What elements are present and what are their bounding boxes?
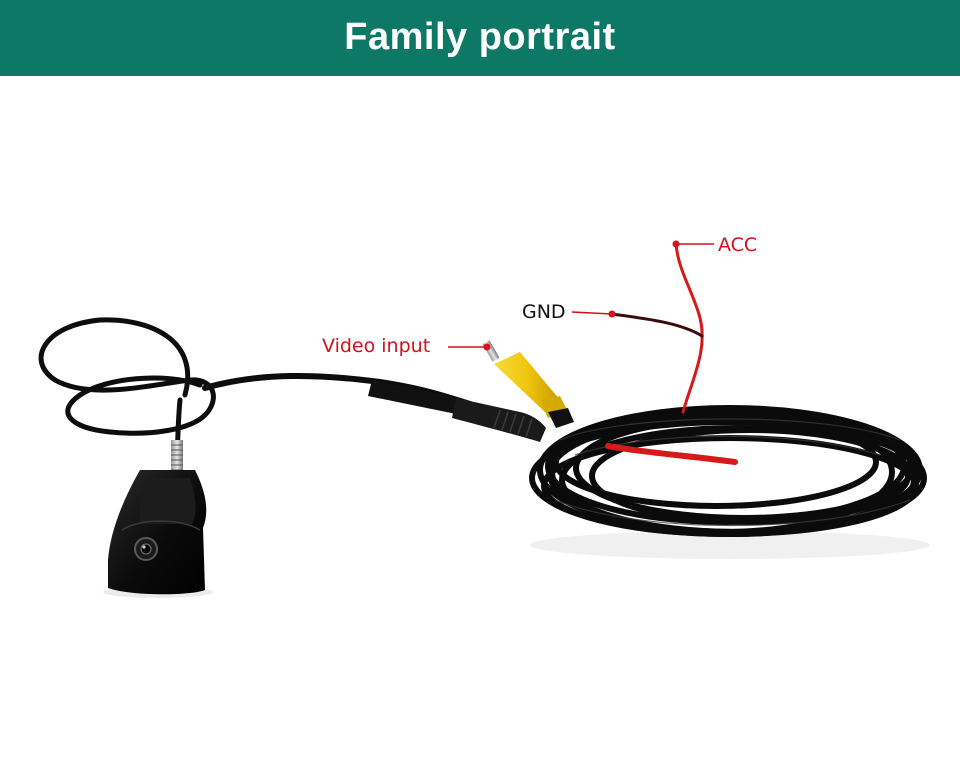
gnd-wire [610, 312, 704, 338]
coil-shadow [530, 531, 930, 559]
camera-body [108, 470, 207, 595]
acc-wire [674, 242, 704, 414]
coiled-harness [529, 405, 927, 537]
product-photo [38, 240, 930, 598]
section-title: Family portrait [344, 15, 616, 58]
camera-cable-loops [38, 317, 216, 458]
red-wire-in-coil [605, 443, 738, 465]
annotation-leaders [448, 240, 714, 351]
label-acc: ACC [718, 234, 758, 256]
section-header-banner: Family portrait [0, 0, 960, 76]
molded-connector [368, 380, 546, 442]
label-gnd: GND [522, 301, 566, 323]
label-video-input: Video input [322, 335, 431, 357]
